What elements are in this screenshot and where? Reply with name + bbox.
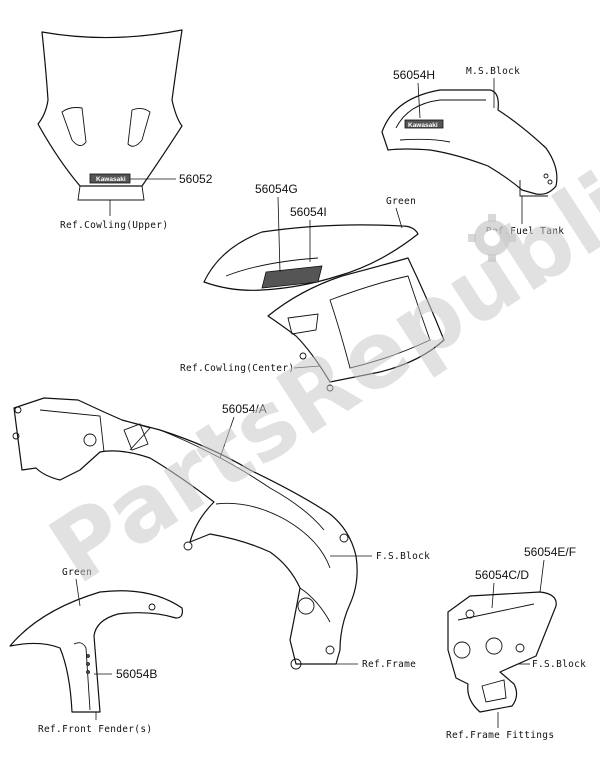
leader-56054E-F [539, 559, 545, 593]
note-fs-block-frame: F.S.Block [376, 551, 430, 562]
leader-56054H [417, 82, 421, 119]
part-number-56054C-D[interactable]: 56054C/D [475, 568, 529, 582]
leader-56054-a [219, 416, 235, 459]
note-ms-block: M.S.Block [466, 66, 520, 77]
part-number-56052[interactable]: 56052 [179, 172, 213, 186]
ref-cowling-center[interactable]: Ref.Cowling(Center) [180, 363, 294, 374]
front-fender[interactable] [9, 590, 183, 713]
windscreen-logo-decal: Kawasaki [96, 176, 126, 183]
main-frame[interactable] [12, 397, 358, 670]
note-green-fender: Green [62, 567, 92, 578]
leader-green-fender [75, 578, 81, 607]
part-number-56054-a[interactable]: 56054/A [222, 402, 267, 416]
ref-fuel-tank[interactable]: Ref.Fuel Tank [486, 226, 564, 237]
leader-cowling-center [293, 365, 321, 369]
note-green-cowling: Green [386, 196, 416, 207]
part-number-56054B[interactable]: 56054B [116, 667, 157, 681]
tank-logo-decal: Kawasaki [408, 122, 438, 129]
frame-fitting-plate[interactable] [447, 591, 557, 713]
part-number-56054G[interactable]: 56054G [255, 182, 298, 196]
fuel-tank[interactable] [381, 89, 558, 197]
side-cowling[interactable] [203, 224, 445, 392]
ref-frame[interactable]: Ref.Frame [362, 659, 416, 670]
gear-watermark-icon [468, 214, 516, 262]
leader-green-cowling [395, 207, 403, 229]
ref-frame-fittings[interactable]: Ref.Frame Fittings [446, 730, 554, 741]
leader-56054C-D [491, 582, 495, 609]
part-number-56054H[interactable]: 56054H [393, 68, 435, 82]
part-number-56054E-F[interactable]: 56054E/F [524, 545, 576, 559]
ref-front-fender[interactable]: Ref.Front Fender(s) [38, 724, 152, 735]
windscreen-cowling-upper[interactable] [37, 29, 183, 201]
part-number-56054I[interactable]: 56054I [290, 205, 327, 219]
leader-56054G [277, 196, 281, 273]
ref-cowling-upper[interactable]: Ref.Cowling(Upper) [60, 220, 168, 231]
note-fs-block-fitting: F.S.Block [532, 659, 586, 670]
